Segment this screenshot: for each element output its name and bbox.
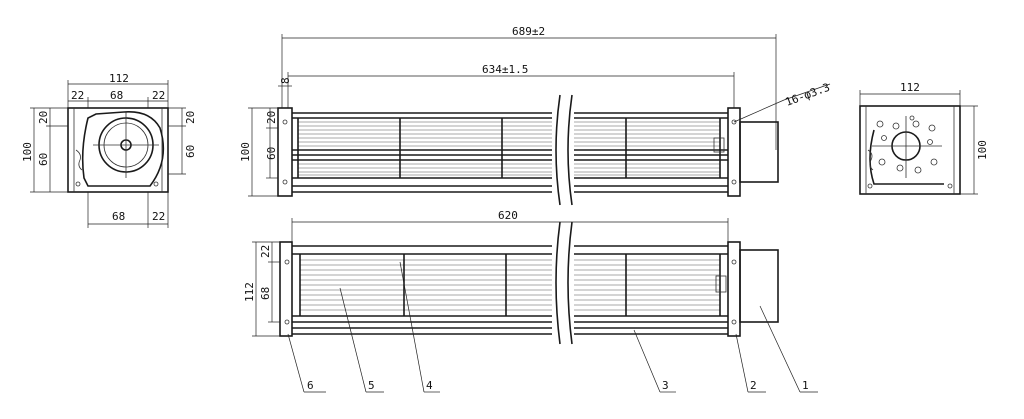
dim-20-left-l: 20 — [37, 111, 50, 124]
dim-112-bottom: 112 — [243, 282, 256, 302]
dim-620: 620 — [498, 209, 518, 222]
blades-lower — [300, 259, 720, 311]
dim-22-bottom: 22 — [259, 245, 272, 258]
dim-68-left-top: 68 — [110, 89, 123, 102]
left-end-view: 112 22 68 22 100 20 60 20 60 68 22 — [21, 72, 197, 228]
dim-60-top: 60 — [265, 147, 278, 160]
dim-112-left: 112 — [109, 72, 129, 85]
dim-60-left-r: 60 — [184, 145, 197, 158]
dim-68-bottom: 68 — [259, 287, 272, 300]
callout-4: 4 — [426, 379, 433, 392]
dim-100-left: 100 — [21, 142, 34, 162]
dim-112-right: 112 — [900, 81, 920, 94]
callout-3: 3 — [662, 379, 669, 392]
dim-20-top: 20 — [265, 111, 278, 124]
dim-22-left-b: 22 — [152, 89, 165, 102]
callout-leaders — [287, 261, 818, 393]
bottom-view: 620 112 22 68 6 5 4 3 2 1 — [243, 209, 818, 393]
blades-upper — [298, 121, 720, 176]
callout-6: 6 — [307, 379, 314, 392]
dim-8: 8 — [279, 77, 292, 84]
dim-22-left-bottom: 22 — [152, 210, 165, 223]
dim-60-left-l: 60 — [37, 153, 50, 166]
holes-callout: 16-φ3.3 — [784, 81, 832, 109]
dim-20-left-r: 20 — [184, 111, 197, 124]
right-end-view: 112 100 — [859, 81, 989, 195]
callout-1: 1 — [802, 379, 809, 392]
dim-689: 689±2 — [512, 25, 545, 38]
dim-68-left-bottom: 68 — [112, 210, 125, 223]
dim-22-left-a: 22 — [71, 89, 84, 102]
dim-100-top: 100 — [239, 142, 252, 162]
callout-5: 5 — [368, 379, 375, 392]
top-side-view: 689±2 634±1.5 8 16-φ3.3 100 20 60 — [239, 25, 832, 206]
dim-634: 634±1.5 — [482, 63, 528, 76]
dim-100-right: 100 — [976, 140, 989, 160]
callout-2: 2 — [750, 379, 757, 392]
